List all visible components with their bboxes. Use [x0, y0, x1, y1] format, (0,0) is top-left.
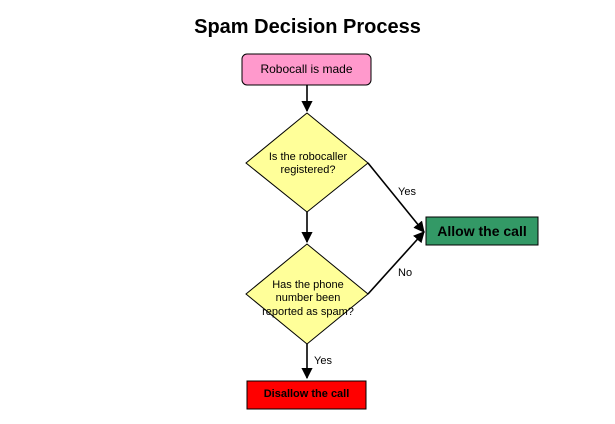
arrow-registered-yes-to-allow — [367, 162, 425, 233]
allow-node — [425, 216, 539, 246]
decision-registered-label: Is the robocaller registered? — [268, 150, 348, 176]
start-node-label: Robocall is made — [260, 62, 353, 77]
arrow-reported-no-to-allow — [367, 231, 425, 295]
edge-label-reported-no: No — [398, 267, 413, 279]
decision-registered-node — [245, 112, 369, 213]
start-node — [241, 53, 372, 86]
disallow-node-label: Disallow the call — [263, 388, 350, 401]
allow-node-label: Allow the call — [437, 222, 527, 239]
decision-reported-node — [245, 243, 369, 345]
edge-label-registered-yes: Yes — [398, 186, 416, 198]
diagram-title: Spam Decision Process — [194, 16, 421, 38]
disallow-node — [246, 380, 367, 410]
decision-reported-label: Has the phone number been reported as sp… — [262, 279, 354, 318]
edge-label-reported-yes: Yes — [314, 355, 332, 367]
